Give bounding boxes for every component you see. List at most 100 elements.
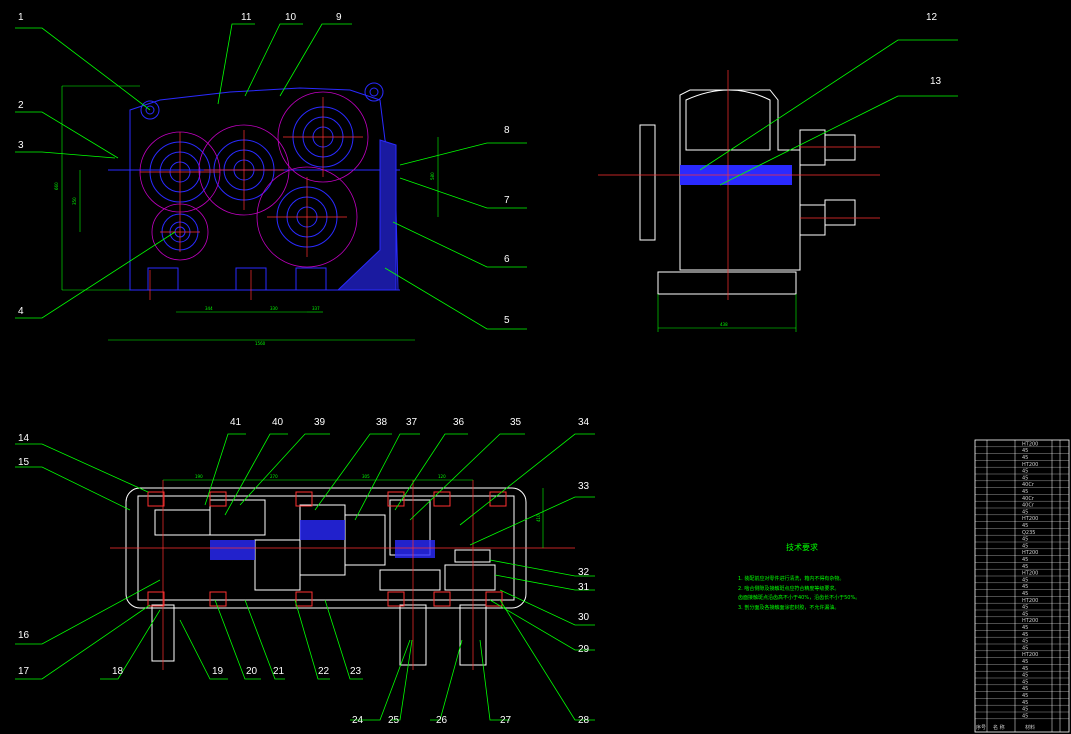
parts-table-material: 45 [1022, 475, 1028, 481]
callout-20: 20 [246, 666, 258, 677]
parts-table-material: 45 [1022, 625, 1028, 631]
side-view-centerlines [598, 70, 880, 300]
parts-table-material: HT200 [1022, 618, 1038, 624]
dim-plan-b: 270 [270, 474, 278, 479]
parts-table-footer-material: 材料 [1025, 724, 1035, 731]
tech-requirements-title: 技术要求 [786, 542, 818, 552]
callout-35: 35 [510, 417, 522, 428]
callout-16: 16 [18, 630, 30, 641]
parts-table-material: 40Cr [1022, 482, 1035, 488]
callout-2: 2 [18, 100, 24, 111]
callout-41: 41 [230, 417, 242, 428]
parts-table-material: 45 [1022, 639, 1028, 645]
parts-table-material: 45 [1022, 489, 1028, 495]
tech-requirement-line: 2. 啮合侧隙及接触斑点应符合精度等级要求。 [738, 585, 839, 592]
parts-table-material: 45 [1022, 557, 1028, 563]
parts-table-material: 45 [1022, 455, 1028, 461]
callout-6: 6 [504, 254, 510, 265]
callout-12: 12 [926, 12, 938, 23]
parts-table-material: 45 [1022, 693, 1028, 699]
parts-table-material: 45 [1022, 564, 1028, 570]
tech-requirement-line: 齿面接触斑点沿齿高不小于40%，沿齿长不小于50%。 [738, 594, 860, 601]
dim-front-c: 337 [312, 306, 320, 311]
parts-table-material: 45 [1022, 645, 1028, 651]
front-view-centerlines [140, 97, 363, 300]
parts-table-footer-name: 名 称 [993, 724, 1005, 731]
parts-table-material: 45 [1022, 673, 1028, 679]
callout-11: 11 [241, 12, 252, 23]
parts-table-material: 45 [1022, 543, 1028, 549]
dim-front-center-height: 350 [72, 197, 77, 205]
dim-side-width: 438 [720, 322, 728, 327]
dim-plan-d: 120 [438, 474, 446, 479]
parts-table-material: 45 [1022, 700, 1028, 706]
parts-table-material: 45 [1022, 666, 1028, 672]
callout-36: 36 [453, 417, 465, 428]
callout-31: 31 [578, 582, 590, 593]
dim-front-right: 580 [430, 172, 435, 180]
callout-29: 29 [578, 644, 590, 655]
parts-table-material: 45 [1022, 584, 1028, 590]
callout-5: 5 [504, 315, 510, 326]
callout-9: 9 [336, 12, 342, 23]
dim-front-length: 1560 [255, 341, 266, 346]
side-view [639, 89, 856, 295]
callout-15: 15 [18, 457, 30, 468]
parts-table-rows: HT2004545HT200454540Cr4540Cr40Cr45HT2004… [975, 441, 1069, 719]
callout-30: 30 [578, 612, 590, 623]
callout-24: 24 [352, 715, 364, 726]
parts-table-material: 45 [1022, 659, 1028, 665]
parts-table-footer-no: 序号 [976, 724, 986, 731]
parts-table-material: 45 [1022, 605, 1028, 611]
callout-18: 18 [112, 666, 124, 677]
callout-38: 38 [376, 417, 388, 428]
callout-labels: 1 2 3 4 5 6 7 8 9 10 11 12 13 14 15 16 1… [18, 12, 942, 726]
callout-32: 32 [578, 567, 590, 578]
parts-table-material: 40Cr [1022, 496, 1035, 502]
parts-table-material: 45 [1022, 577, 1028, 583]
plan-view-bearings [147, 491, 507, 607]
plan-view [125, 487, 527, 666]
parts-table-material: 45 [1022, 523, 1028, 529]
callout-3: 3 [18, 140, 24, 151]
callout-14: 14 [18, 433, 30, 444]
plan-dimensions [163, 479, 544, 548]
callout-23: 23 [350, 666, 362, 677]
callout-4: 4 [18, 306, 24, 317]
callout-8: 8 [504, 125, 510, 136]
parts-table-material: HT200 [1022, 441, 1038, 447]
leader-lines [15, 23, 958, 721]
parts-table-material: HT200 [1022, 516, 1038, 522]
callout-22: 22 [318, 666, 330, 677]
callout-34: 34 [578, 417, 590, 428]
parts-table-material: 45 [1022, 686, 1028, 692]
parts-table-material: 40Cr [1022, 503, 1035, 509]
callout-17: 17 [18, 666, 30, 677]
dim-plan-c: 305 [362, 474, 370, 479]
parts-table-material: HT200 [1022, 462, 1038, 468]
callout-13: 13 [930, 76, 942, 87]
callout-33: 33 [578, 481, 590, 492]
plan-view-centerlines [110, 480, 575, 670]
parts-table-material: 45 [1022, 537, 1028, 543]
callout-40: 40 [272, 417, 284, 428]
front-view [108, 82, 400, 291]
parts-table: HT2004545HT200454540Cr4540Cr40Cr45HT2004… [974, 439, 1070, 733]
parts-table-material: HT200 [1022, 598, 1038, 604]
parts-table-material: 45 [1022, 591, 1028, 597]
dim-plan-e: 410 [536, 514, 541, 522]
dim-front-height: 660 [54, 182, 59, 190]
callout-1: 1 [18, 12, 24, 23]
tech-requirement-line: 3. 剖分面及各接触面涂密封胶，不允许漏油。 [738, 604, 839, 611]
parts-table-material: 45 [1022, 611, 1028, 617]
callout-7: 7 [504, 195, 510, 206]
parts-table-material: HT200 [1022, 550, 1038, 556]
parts-table-material: 45 [1022, 713, 1028, 719]
parts-table-material: 45 [1022, 632, 1028, 638]
front-dimensions [61, 85, 439, 341]
callout-39: 39 [314, 417, 326, 428]
parts-table-material: Q235 [1022, 530, 1035, 536]
parts-table-material: HT200 [1022, 652, 1038, 658]
parts-table-material: 45 [1022, 707, 1028, 713]
